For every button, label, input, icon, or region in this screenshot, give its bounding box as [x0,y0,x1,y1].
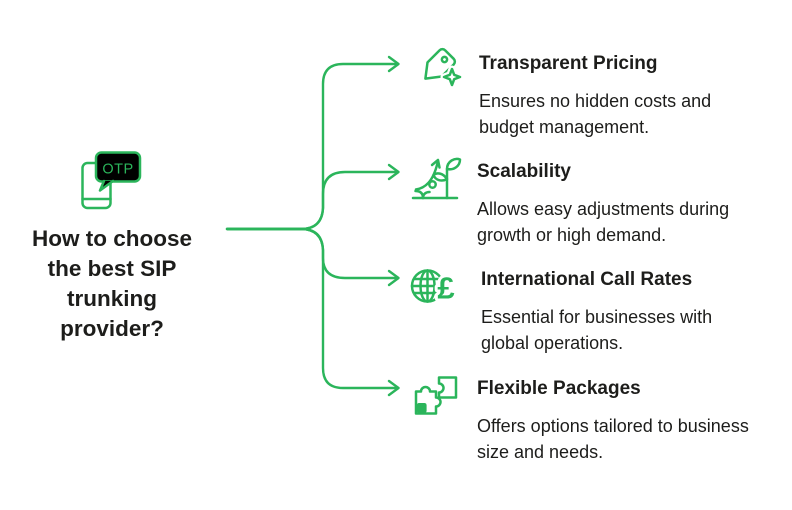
otp-bubble-label: OTP [102,162,133,178]
growth-sprout-arrow-icon [411,157,462,200]
item-title: International Call Rates [481,269,693,290]
question-line: the best SIP [47,256,177,281]
arrow-head-icon [387,269,400,287]
benefit-item-flexible-packages: Flexible Packages Offers options tailore… [410,369,757,465]
puzzle-pieces-icon [414,376,458,415]
branch-line-3 [225,227,398,280]
benefit-item-transparent-pricing: Transparent Pricing Ensures no hidden co… [410,44,759,140]
branch-line-4 [225,227,398,390]
item-description: Offers options tailored to business size… [477,416,749,462]
arrow-head-icon [387,379,400,397]
benefit-item-international-call-rates: £ International Call Rates Essential for… [410,260,761,356]
item-title: Transparent Pricing [479,53,658,74]
item-description: Allows easy adjustments during growth or… [477,199,730,245]
branch-line-2 [225,170,398,231]
otp-phone-icon: OTP [81,151,142,210]
item-title: Flexible Packages [477,378,641,399]
branch-line-1 [225,62,398,231]
arrow-head-icon [387,55,400,73]
arrow-head-icon [387,163,400,181]
center-topic: OTP How to choose the best SIP trunking … [8,150,216,344]
question-line: How to choose [31,226,192,251]
question-line: provider? [60,316,164,341]
pound-symbol: £ [437,271,454,306]
price-tag-sparkle-icon [424,47,464,89]
benefit-item-scalability: Scalability Allows easy adjustments duri… [410,152,757,248]
globe-pound-icon: £ [410,268,458,309]
item-description: Essential for businesses with global ope… [481,307,713,353]
item-description: Ensures no hidden costs and budget manag… [479,91,712,137]
center-question: How to choose the best SIP trunking prov… [8,224,216,344]
question-line: trunking [67,286,157,311]
item-title: Scalability [477,161,571,182]
